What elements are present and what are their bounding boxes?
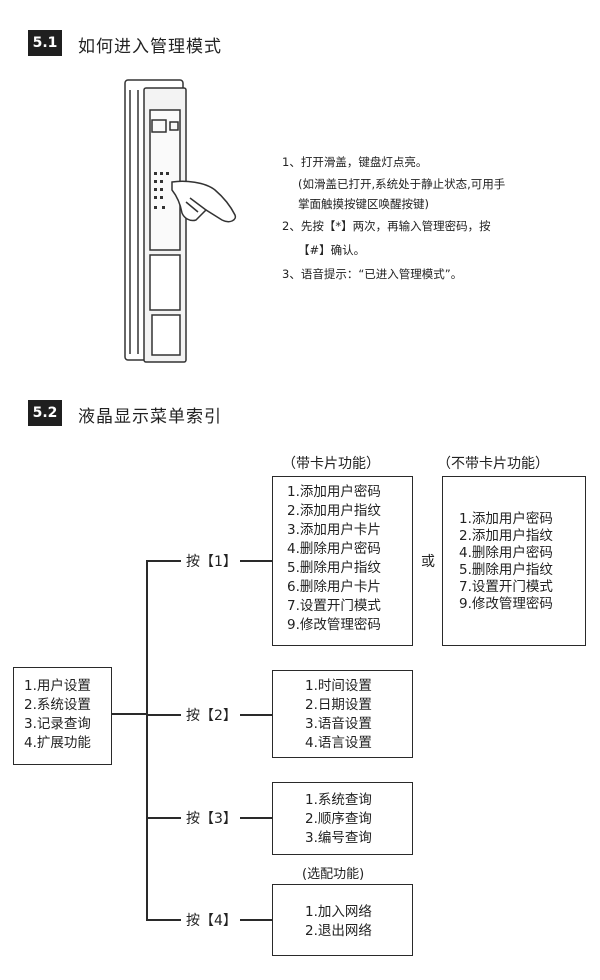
menu-item: 6.删除用户卡片	[287, 579, 381, 595]
connector-line	[240, 714, 272, 716]
menu-item: 2.添加用户指纹	[287, 503, 381, 519]
or-label: 或	[421, 554, 435, 570]
menu-item: 3.记录查询	[24, 716, 91, 732]
record-query-box: 1.系统查询 2.顺序查询 3.编号查询	[272, 782, 413, 855]
menu-item: 2.添加用户指纹	[459, 528, 553, 544]
menu-item: 1.时间设置	[305, 678, 372, 694]
step-line: (如滑盖已打开,系统处于静止状态,可用手	[298, 177, 506, 191]
menu-item: 2.退出网络	[305, 923, 372, 939]
system-settings-box: 1.时间设置 2.日期设置 3.语音设置 4.语言设置	[272, 670, 413, 758]
menu-item: 1.添加用户密码	[459, 511, 553, 527]
connector-line	[240, 919, 272, 921]
menu-item: 1.加入网络	[305, 904, 372, 920]
connector-line	[146, 817, 181, 819]
root-menu-box: 1.用户设置 2.系统设置 3.记录查询 4.扩展功能	[13, 667, 112, 765]
connector-line	[240, 817, 272, 819]
without-card-label: （不带卡片功能）	[437, 456, 549, 472]
instruction-steps: 1、打开滑盖，键盘灯点亮。 (如滑盖已打开,系统处于静止状态,可用手 掌面触摸按…	[282, 150, 505, 286]
step-line: 【#】确认。	[298, 243, 366, 257]
menu-item: 5.删除用户指纹	[459, 562, 553, 578]
optional-feature-label: (选配功能)	[302, 867, 365, 882]
step-line: 2、先按【*】两次，再输入管理密码，按	[282, 219, 491, 233]
connector-line	[146, 560, 148, 920]
with-card-label: （带卡片功能）	[282, 456, 380, 472]
menu-item: 3.编号查询	[305, 830, 372, 846]
menu-item: 4.语言设置	[305, 735, 372, 751]
connector-line	[146, 714, 181, 716]
section-number: 5.1	[28, 30, 62, 56]
step-line: 3、语音提示：“已进入管理模式”。	[282, 267, 463, 281]
menu-item: 3.添加用户卡片	[287, 522, 381, 538]
branch-key-3: 按【3】	[186, 811, 237, 827]
menu-item: 7.设置开门模式	[287, 598, 381, 614]
step-line: 1、打开滑盖，键盘灯点亮。	[282, 155, 428, 169]
user-settings-no-card-box: 1.添加用户密码 2.添加用户指纹 4.删除用户密码 5.删除用户指纹 7.设置…	[442, 476, 586, 646]
menu-item: 7.设置开门模式	[459, 579, 553, 595]
menu-item: 2.日期设置	[305, 697, 372, 713]
branch-key-4: 按【4】	[186, 913, 237, 929]
menu-item: 4.删除用户密码	[459, 545, 553, 561]
menu-item: 9.修改管理密码	[287, 617, 381, 633]
menu-item: 4.扩展功能	[24, 735, 91, 751]
door-lock-illustration	[124, 79, 237, 363]
connector-line	[146, 919, 181, 921]
menu-item: 4.删除用户密码	[287, 541, 381, 557]
menu-item: 2.顺序查询	[305, 811, 372, 827]
menu-item: 2.系统设置	[24, 697, 91, 713]
branch-key-1: 按【1】	[186, 554, 237, 570]
menu-item: 3.语音设置	[305, 716, 372, 732]
menu-item: 9.修改管理密码	[459, 596, 553, 612]
extended-functions-box: 1.加入网络 2.退出网络	[272, 884, 413, 956]
section-title: 如何进入管理模式	[78, 37, 222, 57]
connector-line	[240, 560, 272, 562]
menu-item: 1.系统查询	[305, 792, 372, 808]
step-line: 掌面触摸按键区唤醒按键)	[298, 197, 429, 211]
menu-item: 1.添加用户密码	[287, 484, 381, 500]
menu-item: 5.删除用户指纹	[287, 560, 381, 576]
section-number: 5.2	[28, 400, 62, 426]
connector-line	[146, 560, 181, 562]
connector-line	[112, 713, 147, 715]
section-title: 液晶显示菜单索引	[78, 407, 222, 427]
user-settings-box: 1.添加用户密码 2.添加用户指纹 3.添加用户卡片 4.删除用户密码 5.删除…	[272, 476, 413, 646]
branch-key-2: 按【2】	[186, 708, 237, 724]
menu-item: 1.用户设置	[24, 678, 91, 694]
